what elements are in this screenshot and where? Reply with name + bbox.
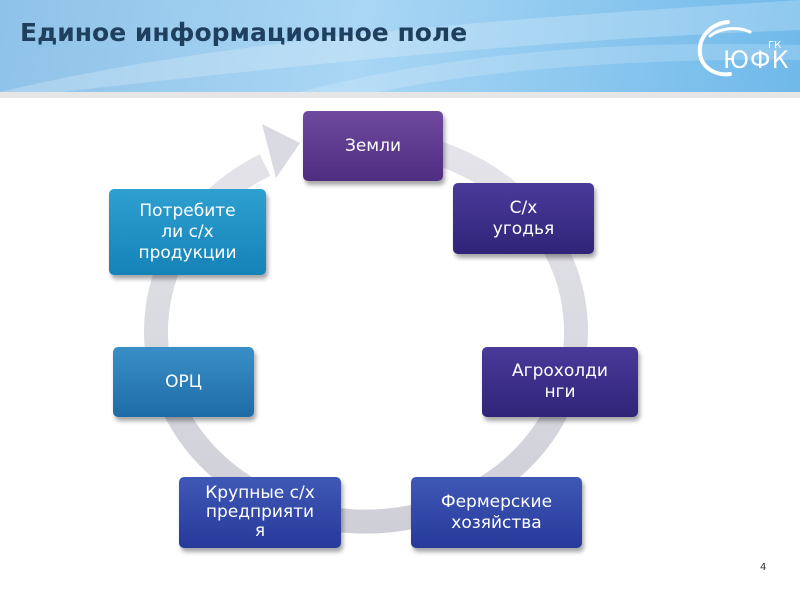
cycle-node-consumers: Потребите ли с/х продукции bbox=[109, 189, 266, 275]
company-logo-icon bbox=[697, 20, 752, 77]
header-swoosh-decoration bbox=[0, 0, 800, 92]
logo-text: ЮФК bbox=[723, 46, 790, 74]
cycle-node-agroholdings: Агрохолди нги bbox=[482, 347, 638, 417]
header-divider bbox=[0, 92, 800, 98]
cycle-node-orc: ОРЦ bbox=[113, 347, 254, 417]
cycle-arrow-head bbox=[262, 124, 300, 178]
slide-title: Единое информационное поле bbox=[20, 18, 468, 47]
cycle-node-farmland: С/х угодья bbox=[453, 183, 594, 254]
cycle-node-large-enterprises: Крупные с/х предприяти я bbox=[179, 477, 341, 548]
cycle-node-farms: Фермерские хозяйства bbox=[411, 477, 582, 548]
cycle-node-lands: Земли bbox=[303, 111, 443, 181]
logo-small-text: ГК bbox=[768, 40, 782, 51]
slide-header: Единое информационное поле ГК ЮФК bbox=[0, 0, 800, 92]
page-number: 4 bbox=[760, 562, 767, 573]
